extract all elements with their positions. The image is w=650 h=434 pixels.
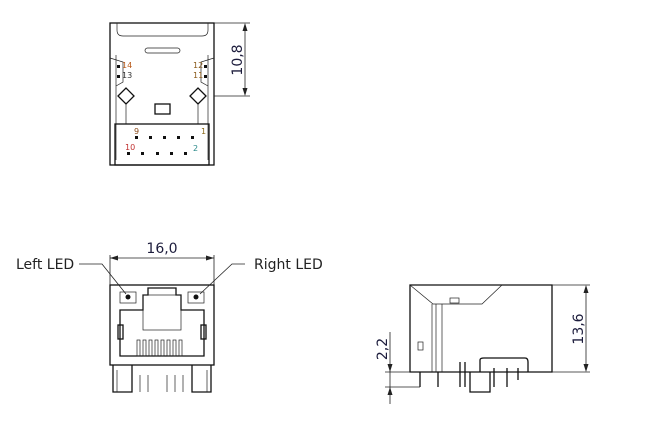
pin-label-11: 11 (193, 71, 203, 80)
pin-label-2: 2 (193, 144, 198, 153)
pin-label-14: 14 (122, 61, 132, 70)
left-led-label: Left LED (16, 257, 74, 273)
side-height-dimension: 13,6 (571, 313, 587, 344)
side-view: 13,6 2,2 (375, 284, 590, 404)
front-view: 16,0 Left LED Right LED (16, 241, 323, 393)
pin-label-9: 9 (134, 127, 139, 136)
right-led-label: Right LED (254, 257, 323, 273)
pin-label-13: 13 (122, 71, 132, 80)
front-width-dimension: 16,0 (146, 241, 177, 257)
pin-label-1: 1 (201, 127, 206, 136)
top-view: 14 13 12 11 9 1 10 2 10,8 (109, 22, 250, 166)
pin-label-10: 10 (125, 143, 135, 152)
top-height-dimension: 10,8 (230, 44, 246, 75)
pin-length-dimension: 2,2 (375, 338, 391, 360)
pin-label-12: 12 (193, 61, 203, 70)
